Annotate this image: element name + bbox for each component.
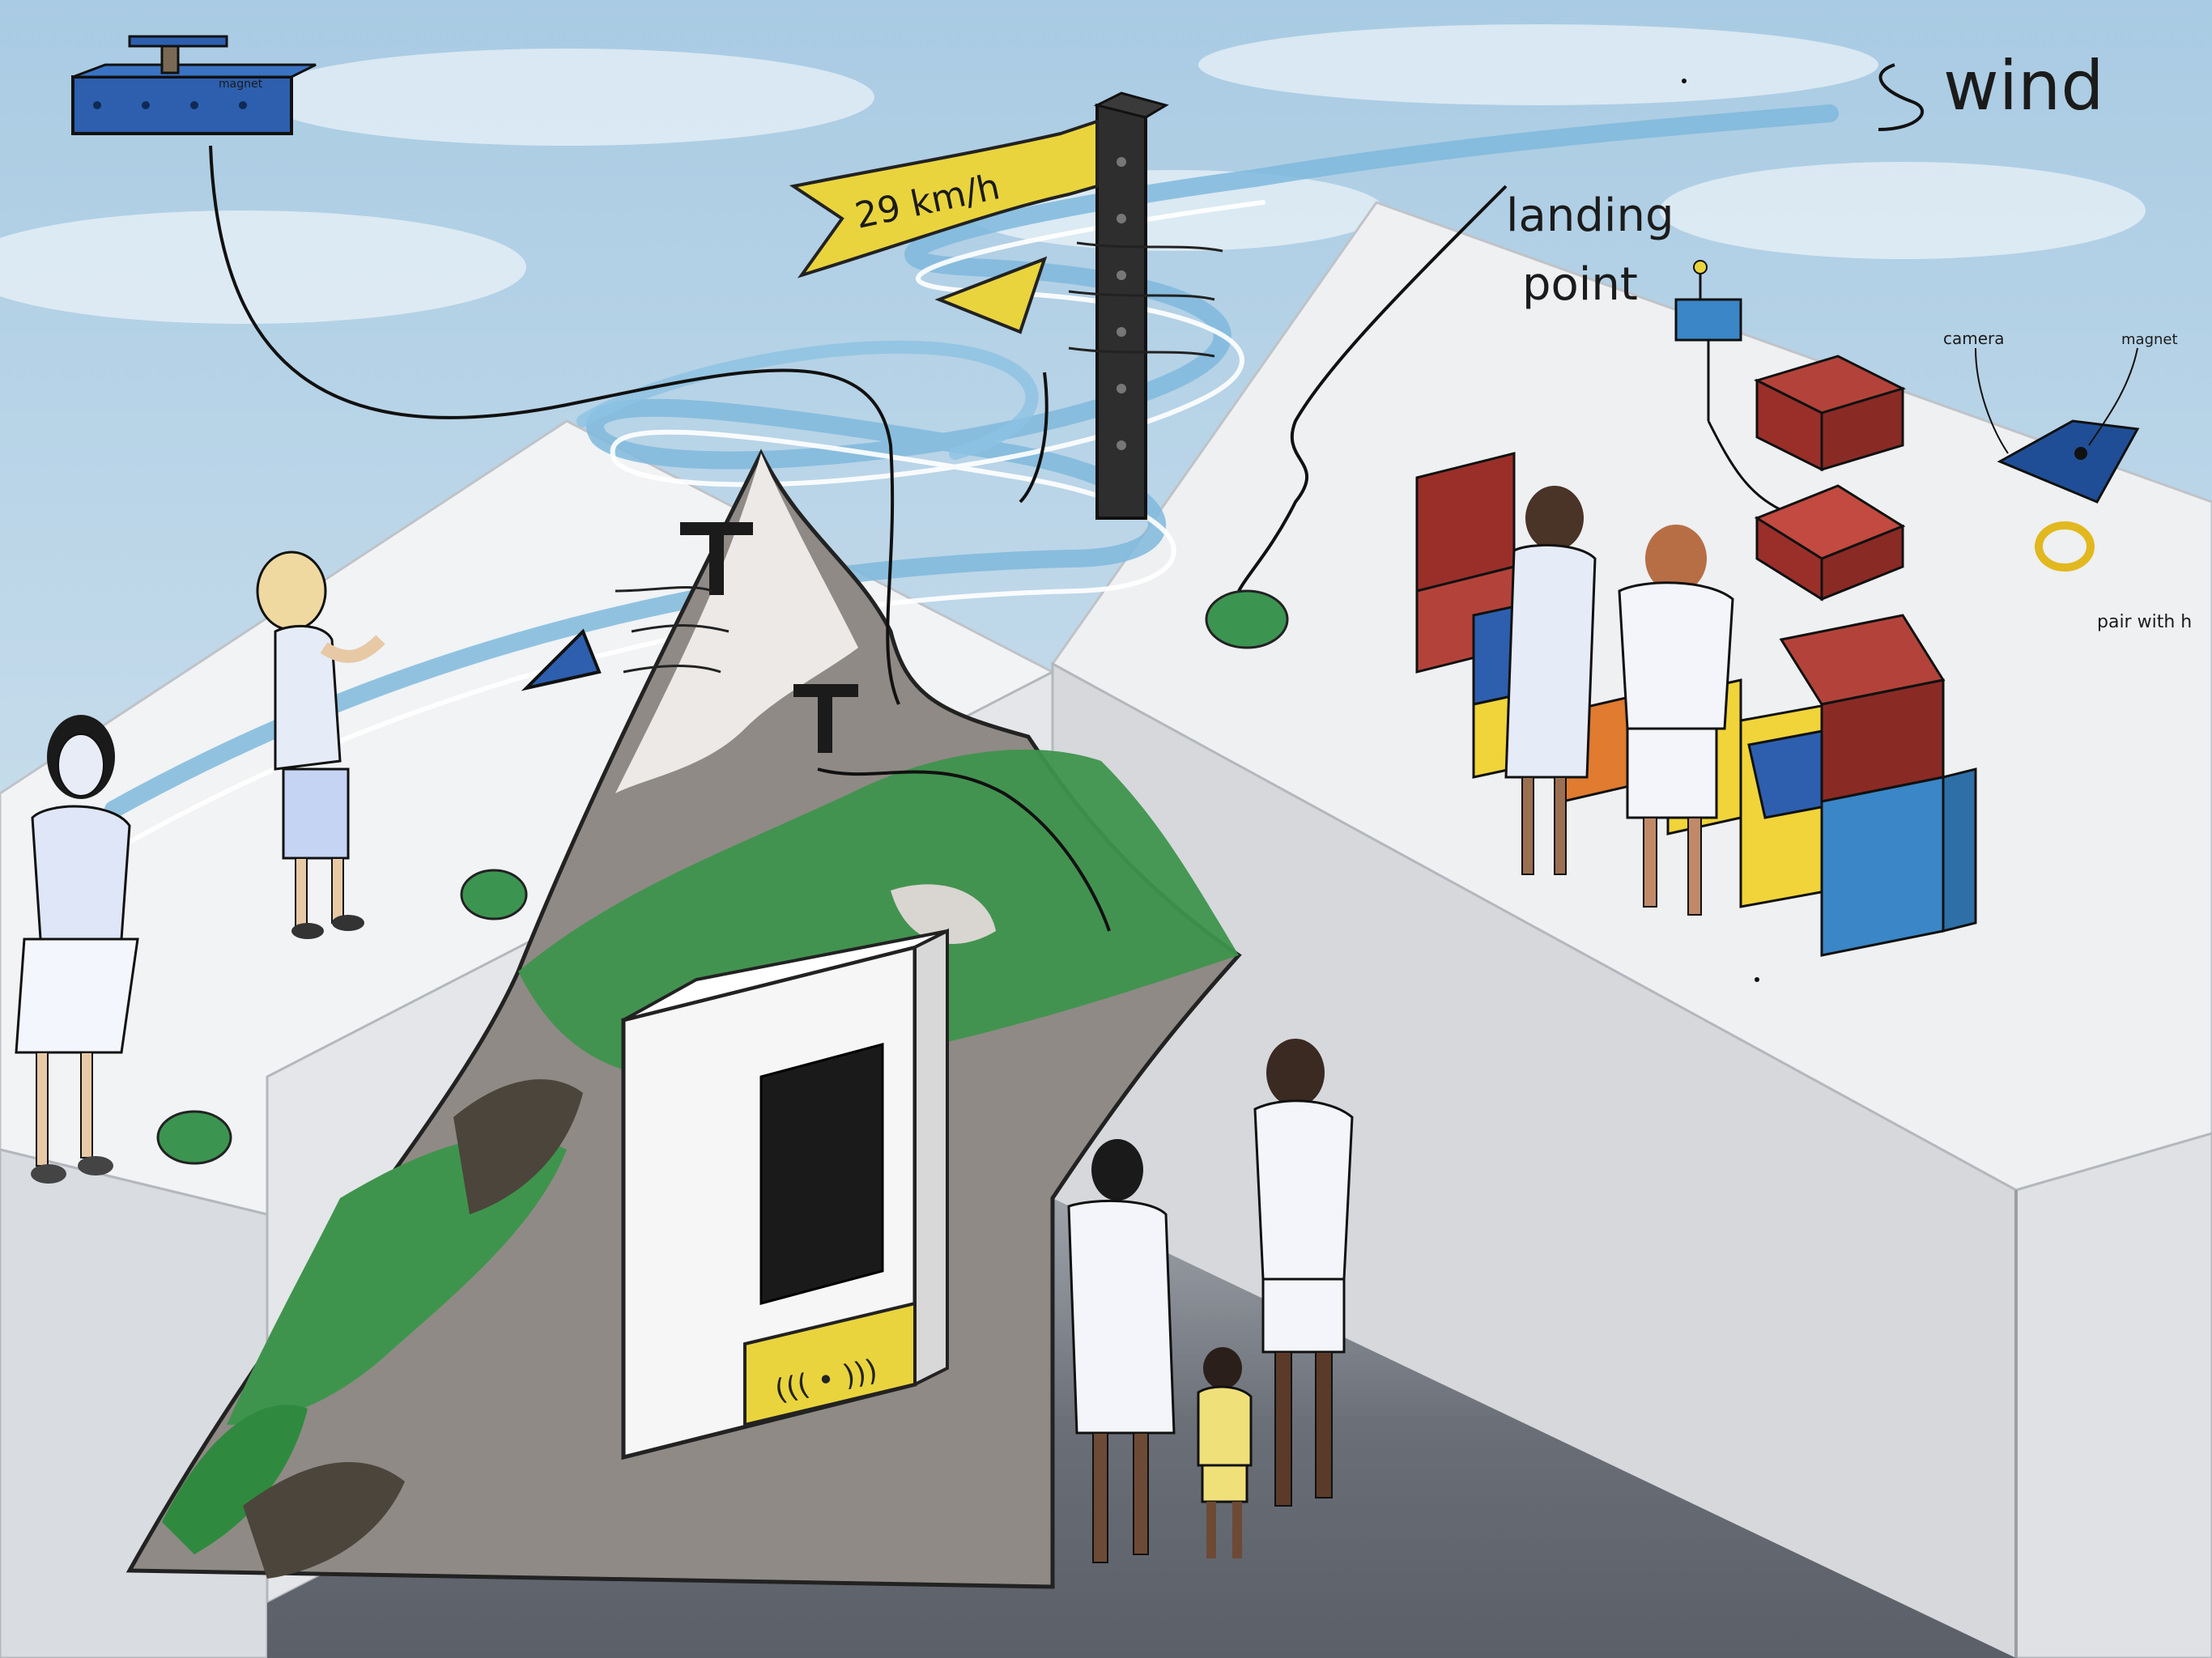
kiosk-screen [759, 1043, 884, 1305]
person-woman-floor [1067, 1139, 1176, 1563]
wind-label: wind [1943, 46, 2104, 125]
camera-label: camera [1943, 329, 2005, 348]
decorative-marks [1682, 79, 1759, 982]
person-blonde-child [256, 551, 385, 939]
landing-label: landing [1506, 189, 1674, 242]
right-platform-front [2014, 1132, 2212, 1658]
controller-device [1674, 260, 1782, 512]
camera-magnet-kite: camera magnet [1943, 329, 2178, 504]
pair-with-label: pair with h [2097, 612, 2192, 632]
small-pennant [934, 256, 1048, 334]
point-label: point [1522, 258, 1638, 311]
landing-pad [1205, 589, 1289, 649]
person-man-floor [1253, 1039, 1354, 1507]
nfc-panel [743, 1301, 917, 1427]
floor-pad-2 [156, 1110, 232, 1165]
magnet-label-top: magnet [219, 78, 263, 91]
cable-lines [209, 145, 1508, 932]
red-tray [1754, 484, 1906, 602]
wind-pole [1093, 91, 1169, 520]
wind-lines-mountain [615, 586, 730, 674]
blue-kite-left [521, 628, 602, 691]
left-platform-face [0, 1148, 269, 1658]
person-woman-blocks [1504, 486, 1597, 875]
magnet-label-right: magnet [2121, 331, 2178, 348]
wind-lines-pole [1068, 241, 1223, 358]
magnet-device-top: magnet [71, 35, 317, 135]
bracelet [2035, 521, 2095, 572]
t-markers [680, 522, 858, 753]
person-man-blocks [1618, 525, 1734, 916]
red-bin-top [1753, 355, 1907, 472]
person-woman-left [15, 715, 139, 1184]
screen-kiosk: ((( • ))) [621, 928, 949, 1460]
floor-pad-1 [460, 869, 528, 920]
wind-label-group: wind [1878, 46, 2104, 131]
person-child-floor [1197, 1347, 1253, 1558]
